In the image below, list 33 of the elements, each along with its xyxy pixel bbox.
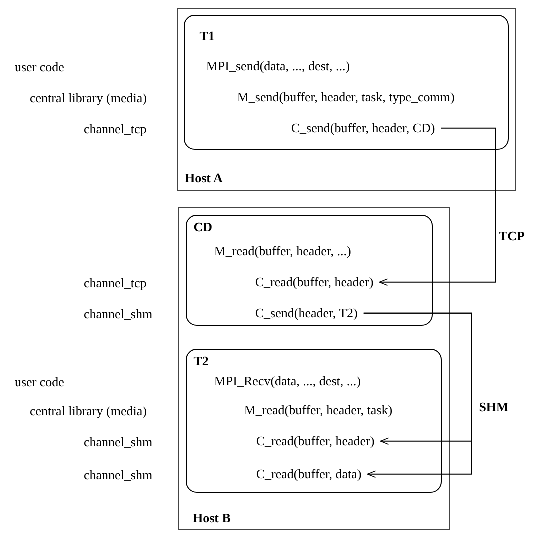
function-call-text: M_read(buffer, header, ...) <box>214 244 352 259</box>
function-call-text: C_send(buffer, header, CD) <box>291 120 436 136</box>
function-call-text: M_read(buffer, header, task) <box>244 402 393 418</box>
host-box <box>178 207 450 530</box>
edge-label: SHM <box>477 400 511 414</box>
host-box <box>177 8 516 191</box>
layer-label: central library (media) <box>30 404 147 418</box>
process-box <box>186 348 442 493</box>
layer-label: channel_tcp <box>84 122 147 136</box>
function-call-text: C_read(buffer, header) <box>255 274 374 290</box>
process-box <box>184 14 509 150</box>
function-call-text: M_send(buffer, header, task, type_comm) <box>237 90 455 105</box>
layer-label: channel_shm <box>84 468 153 482</box>
layer-label: channel_shm <box>84 306 153 322</box>
process-label: CD <box>194 219 212 234</box>
function-call-text: MPI_send(data, ..., dest, ...) <box>206 58 350 74</box>
process-box <box>186 214 433 326</box>
function-call-text: MPI_Recv(data, ..., dest, ...) <box>214 374 361 389</box>
layer-label: channel_tcp <box>84 276 147 290</box>
host-label: Host B <box>193 510 231 526</box>
process-label: T1 <box>200 28 215 44</box>
connector-arrow <box>363 312 472 478</box>
function-call-text: C_read(buffer, header) <box>256 434 375 449</box>
edge-label: TCP <box>497 228 527 244</box>
function-call-text: C_read(buffer, data) <box>256 466 362 482</box>
connector-arrow <box>379 128 496 286</box>
process-label: T2 <box>194 353 209 368</box>
layer-label: user code <box>15 374 64 390</box>
host-label: Host A <box>185 170 223 186</box>
layer-label: central library (media) <box>30 90 147 106</box>
function-call-text: C_send(header, T2) <box>255 306 358 321</box>
layer-label: user code <box>15 60 64 74</box>
layer-label: channel_shm <box>84 434 153 450</box>
